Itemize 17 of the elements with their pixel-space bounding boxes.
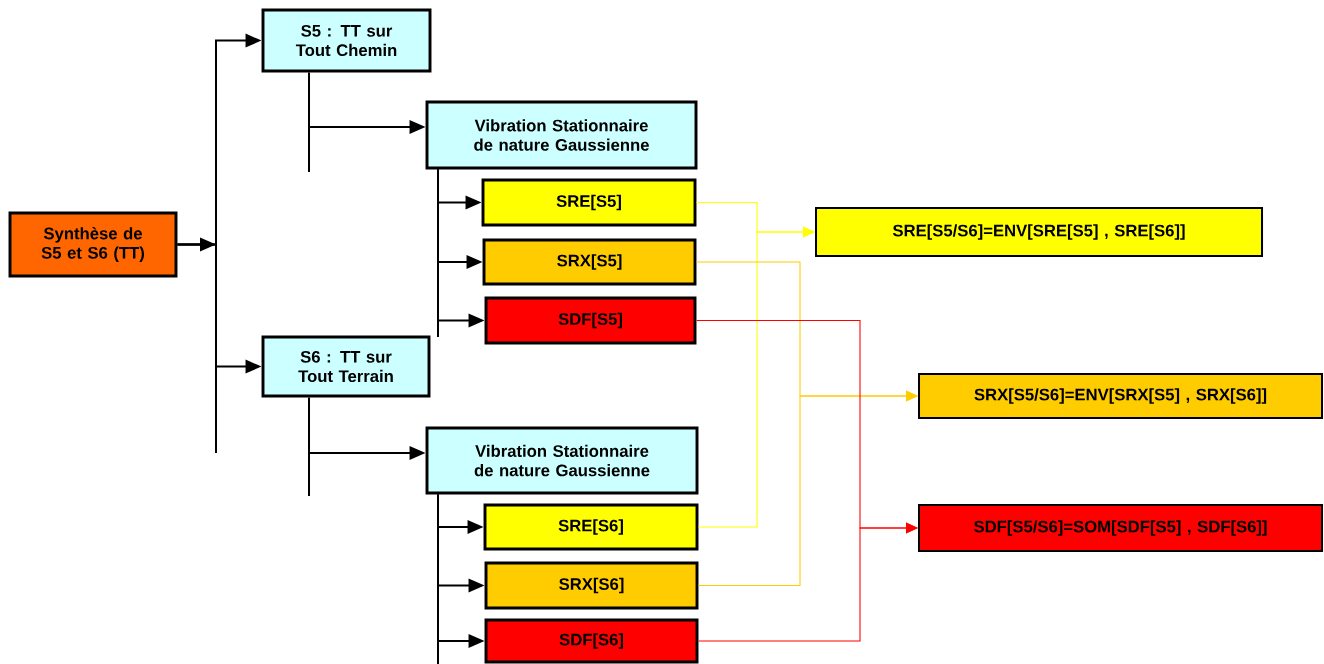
result-box: SDF[S5/S6]=SOM[SDF[S5] , SDF[S6]] (918, 504, 1323, 552)
result-box: SRX[S5/S6]=ENV[SRX[S5] , SRX[S6]] (918, 373, 1323, 419)
arrow (697, 522, 918, 642)
process-box: SRX[S6] (484, 561, 699, 610)
process-box: Synthèse de S5 et S6 (TT) (8, 211, 178, 278)
process-box: SRE[S6] (483, 503, 699, 551)
process-box: S6 : TT sur Tout Terrain (261, 335, 431, 398)
process-box: Vibration Stationnaire de nature Gaussienne (425, 100, 698, 170)
process-box: SDF[S5] (484, 296, 697, 345)
process-box: SDF[S6] (484, 618, 699, 664)
process-box: SRX[S5] (482, 238, 697, 286)
arrow (697, 226, 815, 528)
result-box: SRE[S5/S6]=ENV[SRE[S5] , SRE[S6]] (815, 207, 1263, 257)
arrow (697, 390, 918, 587)
process-box: Vibration Stationnaire de nature Gaussienne (425, 426, 699, 495)
process-box: S5 : TT sur Tout Chemin (261, 8, 432, 73)
process-box: SRE[S5] (481, 178, 697, 227)
